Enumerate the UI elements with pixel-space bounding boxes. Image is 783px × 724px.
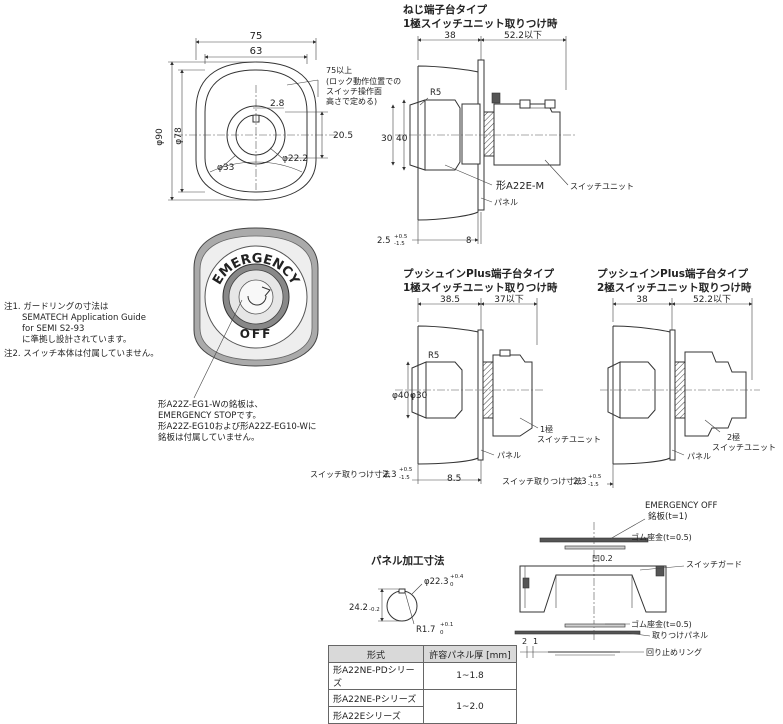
note-75-above: 75以上 (ロック動作位置での スイッチ操作面 高さで定める) <box>326 66 404 106</box>
panel-cutout: パネル加工寸法 24.2 -0.2 φ22.3 +0.4 0 R1.7 +0.1… <box>349 554 464 636</box>
exp-dim-2: 2 <box>522 637 527 646</box>
screw-title-2: 1極スイッチユニット取りつけ時 <box>403 17 558 30</box>
exp-guard: スイッチガード <box>686 559 742 569</box>
exp-eo-2: 銘板(t=1) <box>648 511 688 522</box>
push2-panel: パネル <box>687 452 711 461</box>
exp-rubber-1: ゴム座金(t=0.5) <box>631 532 692 542</box>
label-off: OFF <box>240 327 273 341</box>
model-a22e-m: 形A22E-M <box>496 180 544 192</box>
note-1: 注1. ガードリングの寸法は SEMATECH Application Guid… <box>4 301 149 345</box>
screw-terminal-view: ねじ端子台タイプ 1極スイッチユニット取りつけ時 38 52.2以下 R5 30… <box>377 3 634 247</box>
push2-tol-dn: -1.5 <box>588 482 599 488</box>
cutout-title: パネル加工寸法 <box>371 554 445 567</box>
note-2: 注2. スイッチ本体は付属していません。 <box>4 348 159 359</box>
screw-title-1: ねじ端子台タイプ <box>403 3 487 16</box>
dim-2-5: 2.5 <box>377 236 391 246</box>
cutout-tol-dn: 0 <box>450 582 454 588</box>
front-view: 75 63 φ90 φ78 2.8 20.5 φ33 <box>155 31 404 201</box>
exp-panel: 取りつけパネル <box>652 631 708 640</box>
push2-unit-1: 2極 <box>727 432 740 442</box>
cutout-dim-r1-7: R1.7 <box>416 625 435 635</box>
dim-8-5: 8.5 <box>447 474 461 484</box>
push1-tol-up: +0.5 <box>399 467 413 473</box>
exp-ring: 回り止めリング <box>646 647 702 657</box>
screw-unit-label: スイッチユニット <box>570 182 634 191</box>
dim-phi40: φ40 <box>392 391 410 401</box>
push2-title-2: 2極スイッチユニット取りつけ時 <box>597 281 752 294</box>
push1-unit-2: スイッチユニット <box>537 435 601 444</box>
dim-30: 30 <box>381 134 393 144</box>
dim-8: 8 <box>466 236 471 246</box>
tol-2-5-up: +0.5 <box>394 234 408 240</box>
screw-panel-label: パネル <box>494 198 518 207</box>
push1-tol-dn: -1.5 <box>399 475 410 481</box>
push2-dim-2-3: 2.3 <box>573 477 587 487</box>
push1-dim-2-3: 2.3 <box>383 470 397 480</box>
dim-38-5: 38.5 <box>440 295 460 305</box>
push1-title-1: プッシュインPlus端子台タイプ <box>403 267 555 280</box>
dim-63: 63 <box>250 46 263 57</box>
emergency-guard-illustration: EMERGENCY OFF <box>193 227 319 367</box>
dim-phi30: φ30 <box>410 391 428 401</box>
cutout-dim-24-2: 24.2 <box>349 603 368 613</box>
table-cell-thickness: 1~1.8 <box>423 662 517 690</box>
push1-dim-r5: R5 <box>428 351 439 361</box>
cutout-tol-24-2: -0.2 <box>369 607 380 613</box>
table-row: 形A22NE-PDシリーズ 1~1.8 <box>328 662 517 690</box>
dim-20-5: 20.5 <box>333 131 353 141</box>
table-cell-model: 形A22NE-PDシリーズ <box>328 662 424 690</box>
dim-75: 75 <box>250 31 263 42</box>
panel-thickness-table: 形式 許容パネル厚 [mm] 形A22NE-PDシリーズ 1~1.8 形A22N… <box>328 645 517 724</box>
exploded-view: EMERGENCY OFF 銘板(t=1) ゴム座金(t=0.5) 凹0.2 ス… <box>514 501 742 658</box>
dim-2-8: 2.8 <box>270 99 285 109</box>
exp-eo-1: EMERGENCY OFF <box>645 501 718 511</box>
dim-phi78: φ78 <box>174 127 184 145</box>
push2-title-1: プッシュインPlus端子台タイプ <box>597 267 749 280</box>
push2-dim-52-2: 52.2以下 <box>693 295 731 305</box>
exp-recess: 凹0.2 <box>592 554 613 563</box>
exp-dim-1: 1 <box>533 637 538 646</box>
push1-size-label: スイッチ取りつけ寸法 <box>310 469 390 479</box>
tol-2-5-dn: -1.5 <box>394 241 405 247</box>
table-cell-thickness: 1~2.0 <box>423 689 517 724</box>
dim-phi33: φ33 <box>217 163 234 173</box>
dim-52-2: 52.2以下 <box>504 31 542 41</box>
cutout-dim-phi22-3: φ22.3 <box>424 577 449 587</box>
dim-phi90: φ90 <box>155 128 165 146</box>
plate-caption: 形A22Z-EG1-Wの銘板は、 EMERGENCY STOPです。 形A22Z… <box>158 399 319 443</box>
push2-dim-38: 38 <box>636 295 648 305</box>
table-header-row: 形式 許容パネル厚 [mm] <box>328 645 517 663</box>
table-header-model: 形式 <box>328 645 424 663</box>
cutout-tol-up: +0.4 <box>450 574 464 580</box>
push1-title-2: 1極スイッチユニット取りつけ時 <box>403 281 558 294</box>
push2-tol-up: +0.5 <box>588 474 602 480</box>
dim-38: 38 <box>444 31 456 41</box>
push2-unit-2: スイッチユニット <box>712 443 776 452</box>
dim-37: 37以下 <box>494 295 523 305</box>
dim-phi22-2: φ22.2 <box>282 154 308 164</box>
exp-rubber-2: ゴム座金(t=0.5) <box>631 619 692 629</box>
cutout-r-tol-dn: 0 <box>440 630 444 636</box>
notes: 注1. ガードリングの寸法は SEMATECH Application Guid… <box>4 301 159 359</box>
push1-panel: パネル <box>497 451 521 460</box>
dim-r5: R5 <box>430 88 441 98</box>
pushin-2pole-view: プッシュインPlus端子台タイプ 2極スイッチユニット取りつけ時 38 52.2… <box>502 267 776 488</box>
push2-size-label: スイッチ取りつけ寸法 <box>502 476 582 486</box>
table-row: 形A22NE-Pシリーズ 1~2.0 <box>328 689 517 724</box>
dim-40: 40 <box>396 134 408 144</box>
table-cell-model: 形A22NE-Pシリーズ <box>328 689 424 707</box>
cutout-r-tol-up: +0.1 <box>440 622 453 628</box>
table-cell-model: 形A22Eシリーズ <box>328 706 424 724</box>
table-header-thickness: 許容パネル厚 [mm] <box>423 645 517 663</box>
push1-unit-1: 1極 <box>540 424 553 434</box>
pushin-1pole-view: プッシュインPlus端子台タイプ 1極スイッチユニット取りつけ時 38.5 37… <box>310 267 601 484</box>
